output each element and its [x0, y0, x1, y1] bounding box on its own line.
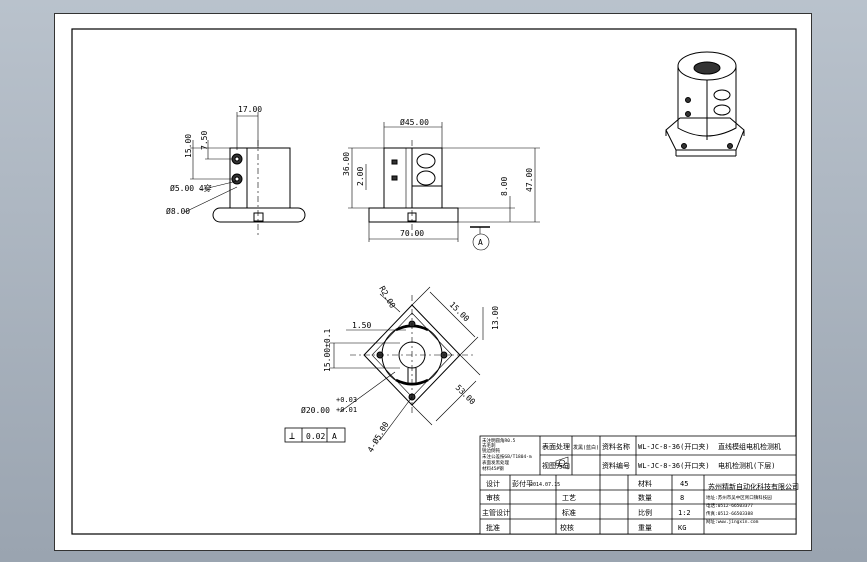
- note-4: 未注公差按GB/T1804-m: [482, 453, 532, 460]
- drawing-name-tail: 直线模组电机检测机: [718, 442, 781, 451]
- company-name: 苏州精新自动化科技有限公司: [708, 482, 799, 491]
- standard-label: 标准: [562, 508, 576, 517]
- tolerance-frame: [284, 427, 346, 443]
- dim-hole-d5: Ø5.00 4穿: [170, 183, 212, 193]
- scale-label: 比例: [638, 508, 652, 517]
- dim-top-width: 17.00: [238, 105, 262, 114]
- datum-a-circle: [472, 233, 490, 251]
- dim-left-7-5: 7.50: [200, 131, 209, 150]
- material-value: 45: [680, 480, 688, 488]
- drawing-name-label: 资料名称: [602, 442, 630, 451]
- designer: 彭付平: [512, 479, 533, 488]
- note-2: 去毛刺: [482, 442, 496, 449]
- projection-label: 视图方向: [542, 461, 570, 470]
- qty-value: 8: [680, 494, 684, 502]
- surface-value: 发黑(蓝白): [573, 444, 599, 451]
- surface-label: 表面处理: [542, 442, 570, 451]
- design-label: 设计: [486, 479, 500, 488]
- dim-plan-15: 15.00: [448, 300, 472, 324]
- material-label: 材料: [638, 479, 652, 488]
- tolerance-symbol: ⊥: [289, 431, 295, 442]
- dim-right-8: 8.00: [500, 177, 509, 196]
- dim-plan-r2: R2.00: [377, 285, 397, 311]
- company-web: 网址:www.jingxin.com: [706, 518, 759, 525]
- check-label: 校核: [560, 523, 574, 532]
- drawing-frame: [71, 28, 797, 535]
- scale-value: 1:2: [678, 509, 691, 517]
- dim-plan-13: 13.00: [491, 306, 500, 330]
- note-1: 未注明圆角R0.5: [482, 437, 516, 444]
- qty-label: 数量: [638, 493, 652, 502]
- dim-hole-d8: Ø8.00: [166, 206, 190, 216]
- note-5: 表面发黑处理: [482, 459, 509, 466]
- dim-right-47: 47.00: [525, 168, 534, 192]
- company-fax: 传真:0512-66503388: [706, 510, 753, 517]
- approve-label: 批准: [486, 523, 500, 532]
- drawing-no: WL-JC-8-36(开口夹): [638, 461, 710, 470]
- dim-plan-bore-upper: +0.03: [336, 396, 357, 404]
- dim-front-2: 2.00: [356, 167, 365, 186]
- isometric-view: [665, 51, 745, 157]
- dim-plan-bore-lower: +0.01: [336, 406, 357, 414]
- dim-left-15: 15.00: [184, 134, 193, 158]
- dim-plan-1-5: 1.50: [352, 321, 371, 330]
- dim-front-36: 36.00: [342, 152, 351, 176]
- dim-front-width: 70.00: [400, 229, 424, 238]
- chief-label: 主管设计: [482, 508, 510, 517]
- tolerance-datum: A: [332, 432, 337, 441]
- front-view: [348, 122, 540, 251]
- weight-value: KG: [678, 524, 686, 532]
- weight-label: 重量: [638, 524, 652, 532]
- plan-view: [330, 286, 484, 441]
- note-3: 锐边倒钝: [482, 447, 500, 454]
- process-label: 工艺: [562, 494, 576, 502]
- dim-plan-53: 53.00: [454, 383, 478, 407]
- note-6: 材料45#钢: [482, 465, 504, 472]
- side-view: [184, 112, 306, 235]
- dim-plan-holes: 4-Ø5.00: [365, 420, 391, 454]
- title-block: [479, 435, 797, 535]
- review-label: 审核: [486, 493, 500, 502]
- drawing-no-tail: 电机检测机(下层): [718, 461, 775, 470]
- drawing-no-label: 资料编号: [602, 461, 630, 470]
- dim-plan-15-tol: 15.00±0.1: [323, 328, 332, 372]
- title-block-notes: 未注明圆角R0.5 去毛刺 锐边倒钝 未注公差按GB/T1804-m 表面发黑处…: [482, 437, 532, 472]
- drawing-name: WL-JC-8-36(开口夹): [638, 442, 710, 451]
- dim-front-diameter: Ø45.00: [400, 117, 429, 127]
- tolerance-value: 0.02: [306, 432, 325, 441]
- company-address: 地址:苏州市吴中区胥口镇科技园: [706, 494, 772, 501]
- datum-a-label: A: [478, 238, 483, 247]
- company-tel: 电话:0512-66503377: [706, 502, 753, 509]
- dim-plan-bore: Ø20.00: [301, 405, 330, 415]
- design-date: 2014.07.15: [530, 482, 560, 488]
